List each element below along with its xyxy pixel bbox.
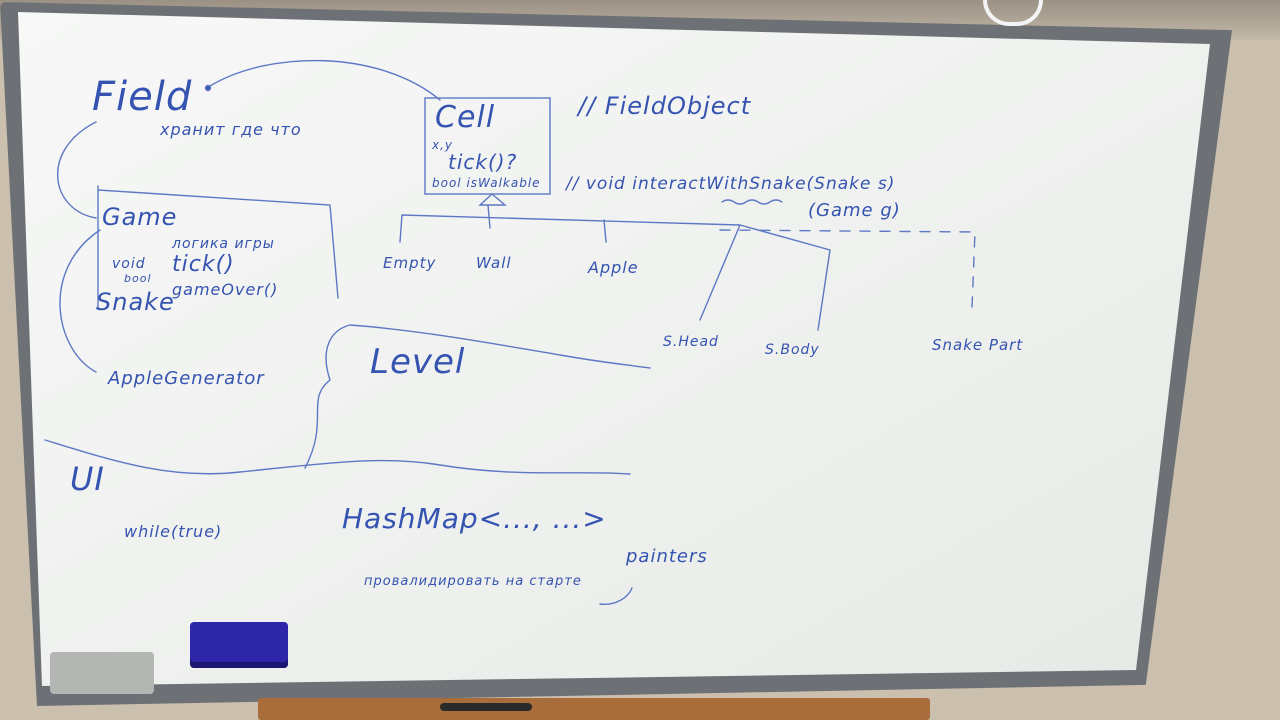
game-box [97, 185, 339, 309]
label-hashmap: HashMap<..., ...> [342, 502, 607, 535]
dashed-line-snakepart [719, 229, 976, 309]
label-game-param: (Game g) [808, 200, 901, 221]
board-eraser [190, 622, 288, 668]
label-field-object: // FieldObject [578, 92, 752, 120]
label-ui: UI [70, 460, 105, 498]
label-while-true: while(true) [124, 522, 223, 541]
label-tick: tick() [172, 252, 235, 277]
label-level: Level [370, 342, 466, 382]
label-cell-xy: x,y [432, 138, 454, 152]
label-note-bottom: провалидировать на старте [364, 574, 582, 589]
level-cloud [304, 324, 651, 469]
label-cell-bool: bool isWalkable [432, 176, 541, 190]
hierarchy-lines [399, 204, 831, 331]
label-wall: Wall [476, 254, 512, 272]
wavy-underline [721, 199, 783, 205]
label-cell: Cell [435, 100, 496, 135]
label-s-head: S.Head [663, 334, 719, 350]
label-snake: Snake [96, 288, 175, 316]
arrow-painters [599, 587, 633, 605]
marker-clip [50, 652, 154, 694]
label-field: Field [92, 74, 193, 120]
label-snake-part: Snake Part [932, 336, 1024, 354]
label-apple-generator: AppleGenerator [108, 368, 265, 389]
ui-separator-wave [44, 439, 631, 475]
label-field-note: хранит где что [160, 120, 302, 139]
inheritance-triangle [478, 193, 507, 206]
label-s-body: S.Body [765, 342, 820, 358]
label-empty: Empty [383, 254, 437, 272]
cell-box [424, 97, 551, 195]
label-interact: // void interactWithSnake(Snake s) [566, 174, 896, 194]
arrow-field-game [57, 121, 97, 219]
label-bool: bool [124, 272, 152, 285]
label-void: void [112, 256, 146, 272]
label-painters: painters [626, 546, 708, 567]
label-cell-tick: tick()? [448, 150, 518, 174]
arrow-field-cell [209, 59, 441, 101]
label-game-note: логика игры [172, 236, 275, 252]
label-gameover: gameOver() [172, 280, 279, 299]
arrow-game-applegen [59, 229, 101, 373]
marker-tray [258, 698, 930, 720]
label-apple: Apple [588, 258, 639, 277]
marker [440, 703, 532, 711]
label-game: Game [102, 203, 178, 231]
